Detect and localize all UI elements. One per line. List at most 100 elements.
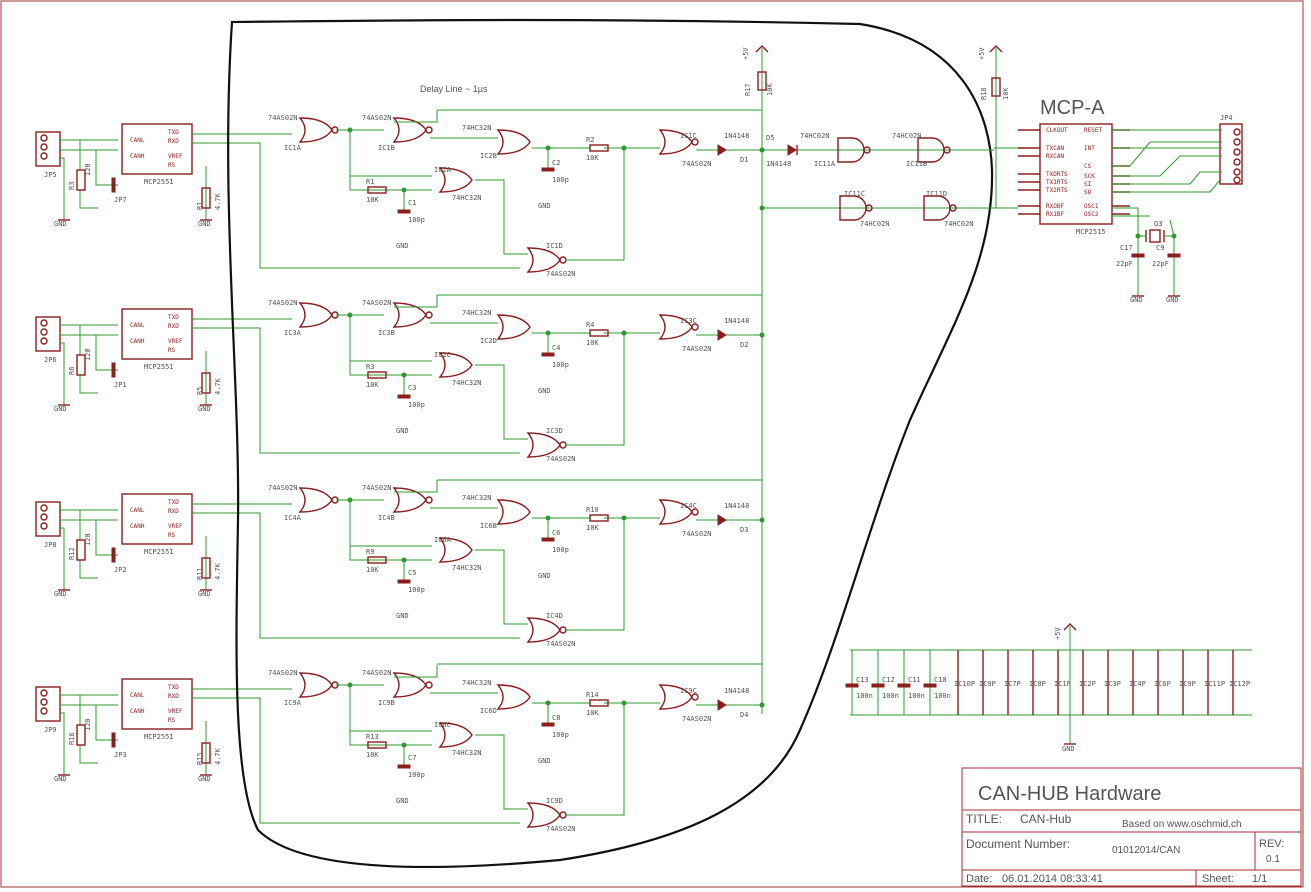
power-ic-label: IC12P: [1229, 680, 1250, 688]
term-resistor: [76, 724, 86, 746]
gate-6: [526, 617, 561, 643]
connector-pin: [40, 504, 48, 512]
mid-resistor-label: R9: [366, 548, 374, 556]
gnd-label: GND: [54, 405, 67, 413]
connector-pin: [40, 707, 48, 715]
delay-gnd-label: GND: [538, 757, 551, 765]
pull-resistor-label: R15: [196, 752, 204, 765]
gate-4-label: IC6C: [434, 721, 451, 729]
mid-cap-value: 100p: [408, 771, 425, 779]
delay-cap-value: 100p: [552, 546, 569, 554]
gate-3-type: 74HC32N: [462, 124, 492, 132]
transceiver-body: [121, 123, 193, 175]
junction-dot: [401, 187, 407, 193]
gate-4-type: 74HC32N: [452, 379, 482, 387]
pull-resistor: [201, 557, 211, 579]
gate-3-label: IC6B: [480, 522, 497, 530]
junction-dot: [759, 332, 765, 338]
connector-pin: [40, 143, 48, 151]
mid-cap-label: C1: [408, 199, 416, 207]
jumper-opt-label: JP3: [114, 751, 127, 759]
gate-6-label: IC3D: [546, 427, 563, 435]
mid-resistor-label: R1: [366, 178, 374, 186]
mid-cap-label: C3: [408, 384, 416, 392]
delay-gnd-label: GND: [538, 202, 551, 210]
term-resistor: [76, 169, 86, 191]
decap-symbol: [845, 683, 859, 688]
gate-5-label: IC9C: [680, 687, 697, 695]
mcp-right-pin-label: SO: [1084, 189, 1092, 196]
mid-cap: [397, 209, 411, 214]
gate-3-label: IC6D: [480, 707, 497, 715]
mid-cap-value: 100p: [408, 401, 425, 409]
term-resistor-label: R3: [68, 182, 76, 190]
power-ic-label: IC4P: [1129, 680, 1146, 688]
mid-resistor: [367, 556, 387, 564]
gate-5-type: 74AS02N: [682, 160, 712, 168]
delay-resistor-value: 10K: [586, 524, 599, 532]
term-resistor-label: R16: [68, 732, 76, 745]
mcp-left-pin-label: TXDRTS: [1046, 171, 1068, 178]
channel-1: JP5R3120JP7GNDMCP2551TXDRXDVREFRSCANLCAN…: [35, 110, 765, 278]
gate-5-bubble: [691, 693, 699, 701]
delay-cap-label: C8: [552, 714, 560, 722]
transceiver-pin: TXD: [168, 499, 179, 506]
transceiver-pin: CANL: [130, 137, 145, 144]
mcp-left-pin-label: TX2RTS: [1046, 187, 1068, 194]
date-label: Date:: [966, 873, 992, 885]
gate-6-type: 74AS02N: [546, 640, 576, 648]
gate-2: [392, 487, 427, 513]
transceiver-label: MCP2551: [144, 178, 174, 186]
transceiver-pin: CANH: [130, 708, 145, 715]
junction-dot: [759, 517, 765, 523]
mid-resistor-value: 10K: [366, 751, 379, 759]
junction-dot: [347, 682, 353, 688]
junction-dot: [621, 145, 627, 151]
c17-value: 22pF: [1116, 260, 1133, 268]
gate-6-type: 74AS02N: [546, 455, 576, 463]
gnd-label: GND: [54, 590, 67, 598]
delay-resistor-value: 10K: [586, 339, 599, 347]
chain-wires: [336, 665, 762, 816]
jumper-opt-label: JP2: [114, 566, 127, 574]
channel-3: JP8R12120JP2GNDMCP2551TXDRXDVREFRSCANLCA…: [35, 480, 765, 648]
pull-resistor-label: R1: [196, 202, 204, 210]
mid-resistor-value: 10K: [366, 196, 379, 204]
mid-gnd-label: GND: [396, 797, 409, 805]
gate-3-type: 74HC32N: [462, 679, 492, 687]
transceiver-pin: CANL: [130, 692, 145, 699]
transceiver-pin: RXD: [168, 138, 179, 145]
d5-type: 1N4148: [766, 160, 791, 168]
pull-resistor: [201, 742, 211, 764]
term-resistor-value: 120: [84, 163, 92, 176]
d5-label: D5: [766, 134, 774, 142]
gate-2-bubble: [425, 311, 433, 319]
mcp-left-pin-label: TX1RTS: [1046, 179, 1068, 186]
title-value: CAN-Hub: [1020, 812, 1072, 826]
q3-label: Q3: [1154, 220, 1162, 228]
gate-2: [392, 117, 427, 143]
pull-resistor-value: 4.7K: [214, 747, 222, 765]
connector-1: [35, 131, 61, 167]
gate-2-label: IC4B: [378, 514, 395, 522]
gate-2-type: 74AS02N: [362, 114, 392, 122]
transceiver-body: [121, 493, 193, 545]
title-label: TITLE:: [966, 812, 1002, 826]
diode-type: 1N4148: [724, 317, 749, 325]
transceiver-pin: VREF: [168, 708, 183, 715]
c9-label: C9: [1156, 244, 1164, 252]
connector-2: [35, 316, 61, 352]
pull-resistor-value: 4.7K: [214, 377, 222, 395]
plus5v-label-pwr: +5V: [1054, 627, 1062, 640]
gate-6: [526, 802, 561, 828]
gate-2-bubble: [425, 496, 433, 504]
gate-5-type: 74AS02N: [682, 715, 712, 723]
ic11d-type: 74HC02N: [944, 220, 974, 228]
mid-cap: [397, 579, 411, 584]
power-ic-label: IC11P: [1204, 680, 1225, 688]
gate-5-label: IC1C: [680, 132, 697, 140]
connector-label: JP9: [44, 726, 57, 734]
mcp-a-label: MCP-A: [1040, 97, 1105, 119]
